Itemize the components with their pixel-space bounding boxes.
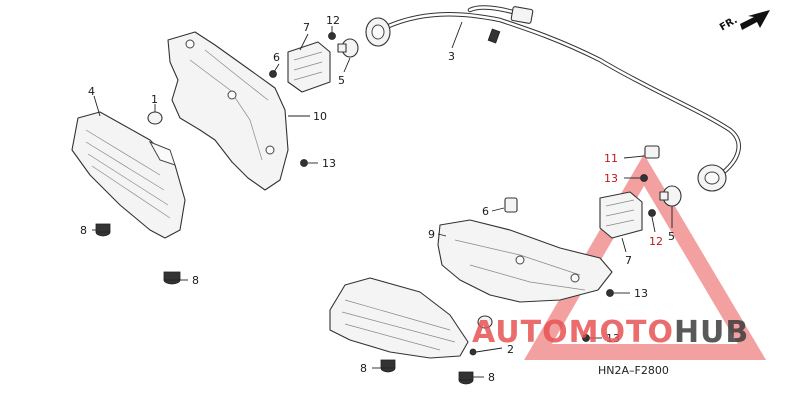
lower-mounting-bracket xyxy=(437,197,613,303)
watermark-part2: MOTO xyxy=(568,315,674,350)
callouts-lower: 11 13 6 12 5 9 7 13 13 2 8 8 xyxy=(360,152,675,384)
wire-harness xyxy=(365,5,741,192)
callout-label: 11 xyxy=(604,152,618,165)
callout-label: 8 xyxy=(192,274,199,287)
watermark-part1: AUTO xyxy=(472,315,569,350)
watermark-logo: AUTOMOTOHUB xyxy=(472,318,749,348)
callout-label: 13 xyxy=(322,157,336,170)
callout-label: 9 xyxy=(428,228,435,241)
upper-bulb-socket xyxy=(287,38,359,93)
callout-label: 6 xyxy=(482,205,489,218)
watermark-part3: HUB xyxy=(673,315,750,350)
callout-label: 5 xyxy=(338,74,345,87)
leader-lines xyxy=(92,21,673,378)
callout-label: 12 xyxy=(649,235,663,248)
upper-mounting-bracket xyxy=(167,31,289,191)
callout-label: 10 xyxy=(313,110,327,123)
lower-turn-signal-lens xyxy=(329,277,493,385)
callouts-upper: 7 12 6 5 3 4 1 10 13 8 8 xyxy=(80,14,455,287)
callout-label: 5 xyxy=(668,230,675,243)
callout-label: 13 xyxy=(606,332,620,345)
upper-turn-signal-lens xyxy=(71,111,186,285)
callout-label: 4 xyxy=(88,85,95,98)
callout-label: 12 xyxy=(326,14,340,27)
callout-label: 8 xyxy=(488,371,495,384)
callout-label: 13 xyxy=(634,287,648,300)
fr-arrow-icon xyxy=(740,10,770,30)
callout-label: 8 xyxy=(80,224,87,237)
callout-label: 7 xyxy=(303,21,310,34)
callout-label: 2 xyxy=(507,343,514,356)
callout-label: 7 xyxy=(625,254,632,267)
diagram-code: HN2A–F2800 xyxy=(598,364,669,377)
callout-label: 3 xyxy=(448,50,455,63)
callout-label: 13 xyxy=(604,172,618,185)
callout-label: 8 xyxy=(360,362,367,375)
callout-label: 6 xyxy=(273,51,280,64)
lower-bulb-socket xyxy=(599,145,682,239)
callout-label: 1 xyxy=(151,93,158,106)
